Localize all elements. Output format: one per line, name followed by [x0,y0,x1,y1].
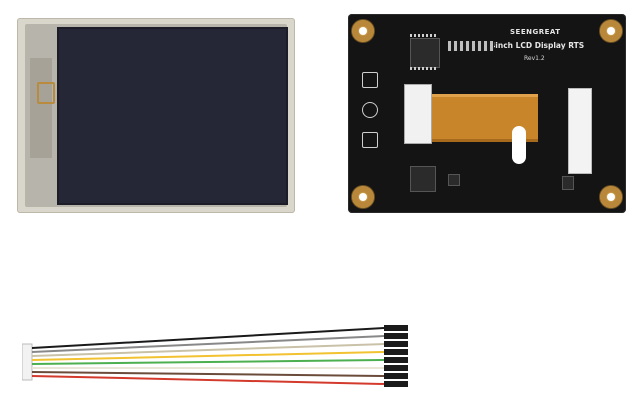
pcb-model-label: 2.4inch LCD Display RTS [482,41,585,50]
dupont-pin-housing [384,365,408,371]
cable-wire [31,359,385,365]
cable-wire [31,371,385,377]
lcd-screen-panel [57,27,288,205]
jumper-cable-bundle [22,325,408,387]
pcb-slot [512,126,526,164]
recycle-icon [362,102,378,118]
dupont-pin-housing [384,349,408,355]
dupont-pin-housing [384,333,408,339]
ic-chip-bottom [410,166,436,192]
ic-chip-top-pins [410,34,438,37]
dupont-pin-housing [384,373,408,379]
mounting-hole-top-left [352,20,374,42]
lcd-module-front [17,18,295,213]
dupont-pin-housing [384,341,408,347]
cable-wire [31,375,385,385]
weee-bin-icon [362,132,378,148]
dupont-pin-housing [384,357,408,363]
cable-wire [31,327,385,349]
wire-connector-right [568,88,592,174]
mounting-hole-top-right [600,20,622,42]
lcd-fpc-mark [37,82,55,104]
dupont-pin-housing [384,325,408,331]
lcd-ribbon-strip [30,58,52,158]
mounting-hole-bottom-right [600,186,622,208]
cable-wire [31,343,385,357]
fpc-connector [404,84,432,144]
cable-dupont-pins [384,325,408,387]
dupont-pin-housing [384,381,408,387]
pcb-board-back: SEENGREAT 2.4inch LCD Display RTS Rev1.2 [348,14,626,213]
pin-header-top [448,41,494,51]
small-component [448,174,460,186]
pcb-brand-label: SEENGREAT [510,28,561,36]
cable-connector-left [22,343,33,381]
ic-chip-top [410,38,440,68]
ic-chip-top-pins-bottom [410,67,438,70]
cable-wire [31,335,385,353]
mounting-hole-bottom-left [352,186,374,208]
pcb-revision-label: Rev1.2 [524,55,545,62]
small-component-right [562,176,574,190]
cable-wire [31,351,385,361]
esd-warning-icon [362,72,378,88]
cable-wires [31,327,385,385]
